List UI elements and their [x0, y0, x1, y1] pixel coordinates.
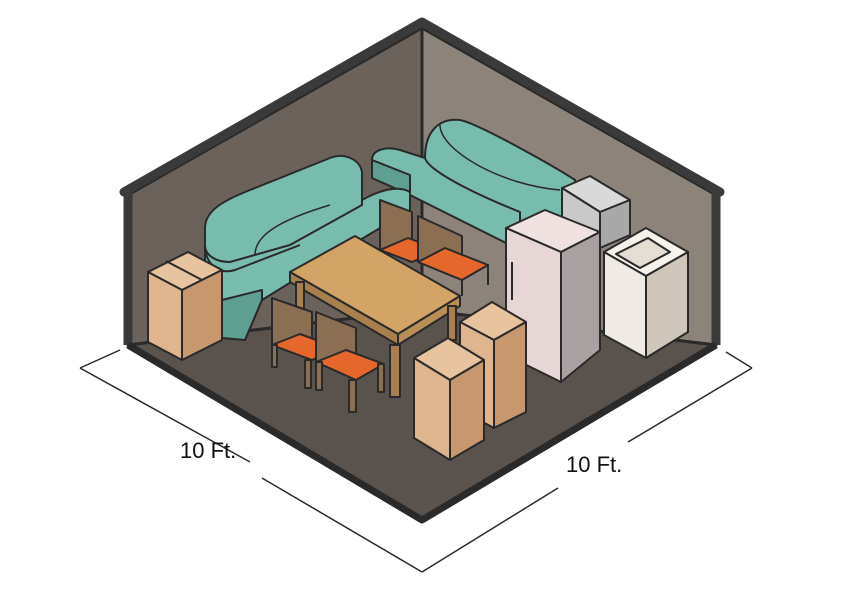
dimension-label-left: 10 Ft. — [180, 438, 237, 463]
dimension-line-left-bottom — [261, 477, 423, 573]
box-left — [147, 251, 223, 361]
dimension-line-right-bottom — [421, 487, 559, 573]
dimension-label-right: 10 Ft. — [566, 452, 623, 477]
dimension-line-left-top — [79, 349, 121, 369]
dimension-line-right-top — [725, 351, 753, 369]
floor-front-edge — [126, 341, 718, 524]
washing-machine — [603, 227, 689, 359]
chair-front-2 — [315, 311, 385, 413]
dimension-lines — [79, 349, 753, 573]
dining-table — [289, 235, 461, 398]
dimension-line-right — [627, 367, 753, 443]
chair-back-2 — [417, 215, 489, 296]
box-front-short — [413, 337, 485, 461]
sofa-back — [371, 118, 576, 251]
dimension-line-left — [79, 367, 251, 463]
wall-rim-left — [119, 17, 725, 197]
sofa-left — [204, 154, 411, 341]
